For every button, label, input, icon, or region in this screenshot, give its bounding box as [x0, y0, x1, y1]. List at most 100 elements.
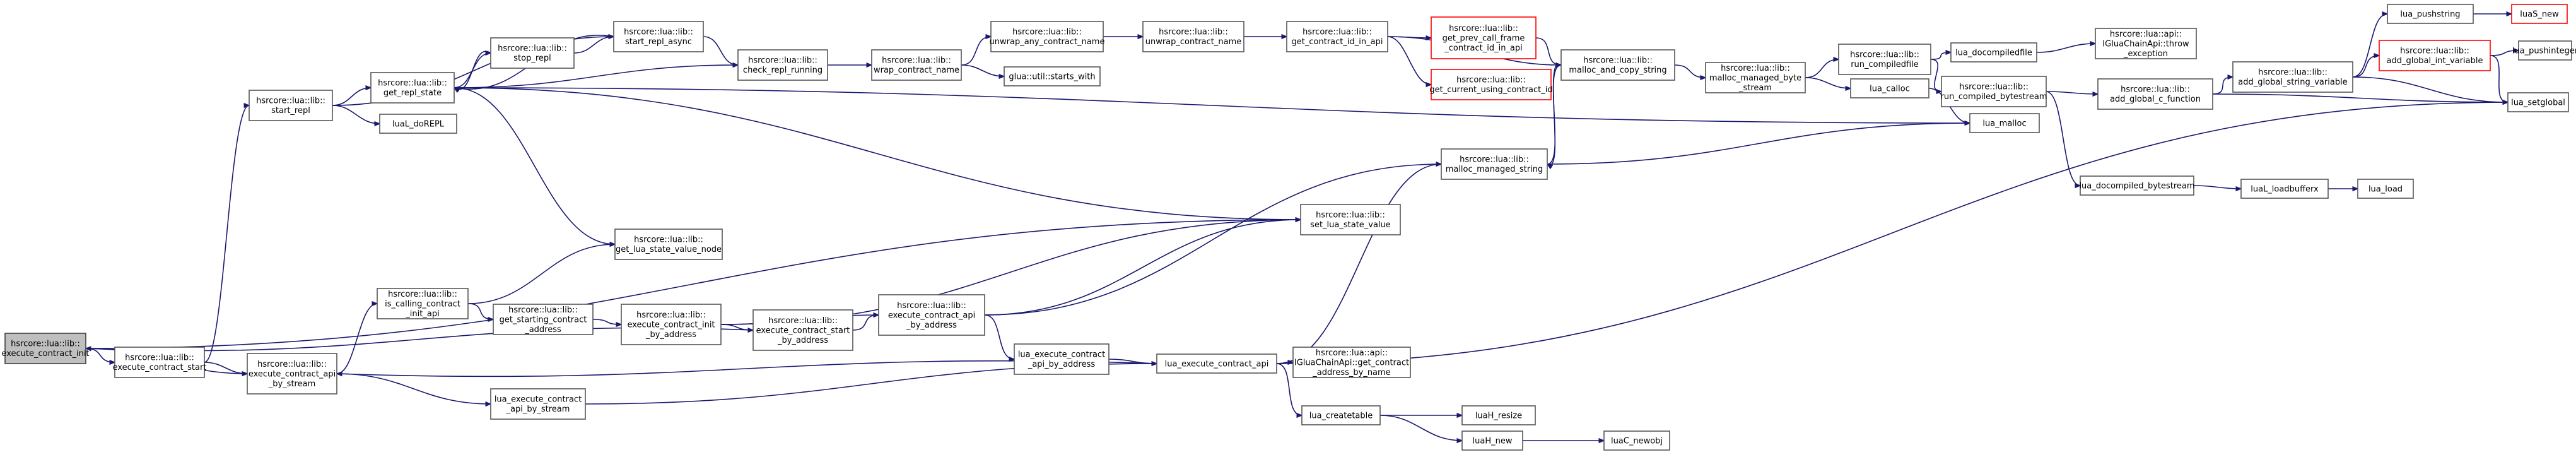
graph-node-box	[1461, 430, 1523, 451]
graph-node[interactable]: hsrcore::lua::lib::run_compiled_bytestre…	[1941, 76, 2047, 107]
graph-node[interactable]: lua_execute_contract_api	[1156, 353, 1277, 374]
graph-node-box	[2379, 40, 2491, 71]
graph-node[interactable]: hsrcore::lua::lib::get_starting_contract…	[493, 304, 594, 335]
graph-node-box	[2240, 179, 2329, 199]
graph-node-label: hsrcore::lua::lib::	[11, 340, 80, 349]
graph-node[interactable]: lua_pushinteger	[2512, 40, 2576, 61]
graph-node[interactable]: lua_calloc	[1850, 78, 1929, 98]
graph-node-box	[4, 333, 86, 364]
graph-node[interactable]: hsrcore::lua::lib::check_repl_running	[737, 49, 828, 81]
graph-edge	[85, 348, 115, 362]
graph-node-label: hsrcore::lua::api::	[2110, 30, 2182, 39]
graph-edge	[467, 303, 493, 319]
graph-node-box	[1941, 76, 2047, 107]
graph-node[interactable]: luaC_newobj	[1603, 430, 1670, 451]
graph-node[interactable]: hsrcore::lua::lib::is_calling_contract_i…	[377, 288, 469, 319]
graph-node-label: stop_repl	[513, 54, 551, 63]
graph-node-label: lua_load	[2368, 184, 2403, 194]
graph-node[interactable]: luaL_loadbufferx	[2240, 179, 2329, 199]
graph-node-box	[249, 90, 333, 121]
graph-node[interactable]: hsrcore::lua::lib::get_current_using_con…	[1429, 69, 1553, 100]
graph-node[interactable]: lua_execute_contract_api_by_address	[1014, 343, 1109, 375]
graph-node-label: hsrcore::lua::lib::	[1303, 28, 1372, 37]
graph-node[interactable]: lua_load	[2357, 179, 2414, 199]
graph-node[interactable]: lua_pushstring	[2387, 4, 2474, 24]
graph-edge	[1387, 36, 1431, 85]
graph-node-box	[1838, 44, 1931, 75]
graph-node[interactable]: hsrcore::lua::lib::malloc_managed_string	[1441, 148, 1548, 180]
graph-node[interactable]: luaL_doREPL	[379, 114, 457, 134]
graph-node[interactable]: luaH_new	[1461, 430, 1523, 451]
graph-node[interactable]: hsrcore::lua::lib::wrap_contract_name	[871, 49, 962, 81]
graph-node-label: _contract_id_in_api	[1444, 44, 1523, 53]
graph-node[interactable]: hsrcore::lua::lib::get_lua_state_value_n…	[614, 228, 723, 260]
graph-edge	[961, 37, 991, 66]
graph-edge	[2212, 93, 2508, 102]
graph-node-label: execute_contract_init	[627, 320, 715, 329]
graph-node-box	[247, 353, 337, 395]
graph-node[interactable]: hsrcore::lua::lib::unwrap_any_contract_n…	[990, 21, 1105, 52]
graph-node-label: lua_calloc	[1870, 84, 1910, 93]
graph-node-box	[1705, 62, 1806, 93]
graph-node[interactable]: lua_docompiledfile	[1950, 42, 2037, 62]
graph-node[interactable]: hsrcore::lua::api::IGluaChainApi::get_co…	[1292, 347, 1411, 378]
graph-node[interactable]: hsrcore::lua::lib::malloc_and_copy_strin…	[1560, 49, 1675, 81]
graph-node-label: hsrcore::lua::lib::	[624, 28, 693, 37]
graph-node-label: luaH_resize	[1475, 411, 1522, 420]
graph-edge	[703, 36, 738, 65]
graph-node-box	[114, 347, 205, 378]
graph-node-label: malloc_managed_string	[1446, 165, 1543, 174]
graph-node-label: hsrcore::lua::lib::	[1456, 76, 1526, 85]
graph-node[interactable]: hsrcore::lua::lib::set_lua_state_value	[1300, 204, 1401, 235]
graph-edge	[454, 50, 491, 90]
graph-node[interactable]: lua_malloc	[1969, 113, 2040, 133]
graph-node[interactable]: hsrcore::lua::lib::start_repl	[249, 90, 333, 121]
graph-node[interactable]: hsrcore::lua::lib::add_global_string_var…	[2232, 61, 2353, 93]
graph-node[interactable]: glua::util::starts_with	[1004, 66, 1101, 86]
graph-edge	[332, 88, 371, 106]
graph-node-label: set_lua_state_value	[1310, 220, 1391, 230]
graph-node[interactable]: hsrcore::lua::lib::stop_repl	[490, 37, 575, 69]
graph-node[interactable]: hsrcore::lua::lib::run_compiledfile	[1838, 44, 1931, 75]
graph-node-label: hsrcore::lua::lib::	[1850, 50, 1919, 60]
graph-node[interactable]: luaH_resize	[1461, 405, 1536, 425]
graph-node[interactable]: luaS_new	[2511, 4, 2568, 24]
graph-node-label: execute_contract_start	[756, 326, 850, 335]
graph-node[interactable]: lua_docompiled_bytestream	[2079, 175, 2195, 196]
graph-node[interactable]: hsrcore::lua::lib::execute_contract_api_…	[247, 353, 337, 395]
graph-node-label: get_contract_id_in_api	[1292, 37, 1383, 47]
graph-node[interactable]: hsrcore::lua::lib::execute_contract_init…	[621, 304, 722, 345]
graph-node[interactable]: hsrcore::lua::api::IGluaChainApi::throw_…	[2095, 28, 2197, 59]
graph-node-label: get_lua_state_value_node	[616, 245, 722, 254]
graph-node-label: hsrcore::lua::lib::	[508, 306, 578, 315]
graph-edge	[2352, 76, 2508, 102]
graph-node[interactable]: lua_createtable	[1301, 405, 1381, 425]
graph-node[interactable]: hsrcore::lua::lib::malloc_managed_byte_s…	[1705, 62, 1806, 93]
graph-node[interactable]: hsrcore::lua::lib::get_contract_id_in_ap…	[1286, 21, 1388, 52]
graph-node-label: lua_docompiled_bytestream	[2079, 181, 2194, 191]
graph-node-label: lua_pushinteger	[2512, 46, 2576, 56]
graph-node[interactable]: hsrcore::lua::lib::add_global_c_function	[2097, 78, 2213, 110]
graph-node-label: start_repl_async	[625, 37, 692, 47]
graph-node[interactable]: hsrcore::lua::lib::unwrap_contract_name	[1142, 21, 1244, 52]
graph-node[interactable]: hsrcore::lua::lib::execute_contract_star…	[752, 309, 853, 351]
graph-node-box	[1292, 347, 1411, 378]
graph-node-label: luaH_new	[1473, 436, 1513, 446]
graph-node-box	[871, 49, 962, 81]
graph-node-label: hsrcore::lua::lib::	[2400, 47, 2469, 56]
graph-node[interactable]: hsrcore::lua::lib::execute_contract_init	[1, 333, 90, 364]
graph-edge	[852, 315, 879, 331]
graph-node-box	[490, 37, 575, 69]
graph-node[interactable]: hsrcore::lua::lib::add_global_int_variab…	[2379, 40, 2491, 71]
graph-node[interactable]: lua_setglobal	[2507, 92, 2569, 112]
graph-node[interactable]: hsrcore::lua::lib::get_prev_call_frame_c…	[1431, 16, 1537, 59]
graph-node[interactable]: hsrcore::lua::lib::execute_contract_star…	[113, 347, 207, 378]
graph-node[interactable]: lua_execute_contract_api_by_stream	[490, 388, 586, 420]
graph-node-label: lua_docompiledfile	[1955, 48, 2032, 57]
graph-node-label: lua_execute_contract	[1018, 350, 1105, 360]
graph-node-label: hsrcore::lua::lib::	[125, 353, 194, 363]
graph-node[interactable]: hsrcore::lua::lib::start_repl_async	[613, 21, 704, 52]
graph-node[interactable]: hsrcore::lua::lib::execute_contract_api_…	[878, 294, 985, 336]
graph-node-label: luaL_doREPL	[392, 119, 445, 129]
graph-node[interactable]: hsrcore::lua::lib::get_repl_state	[370, 72, 455, 104]
